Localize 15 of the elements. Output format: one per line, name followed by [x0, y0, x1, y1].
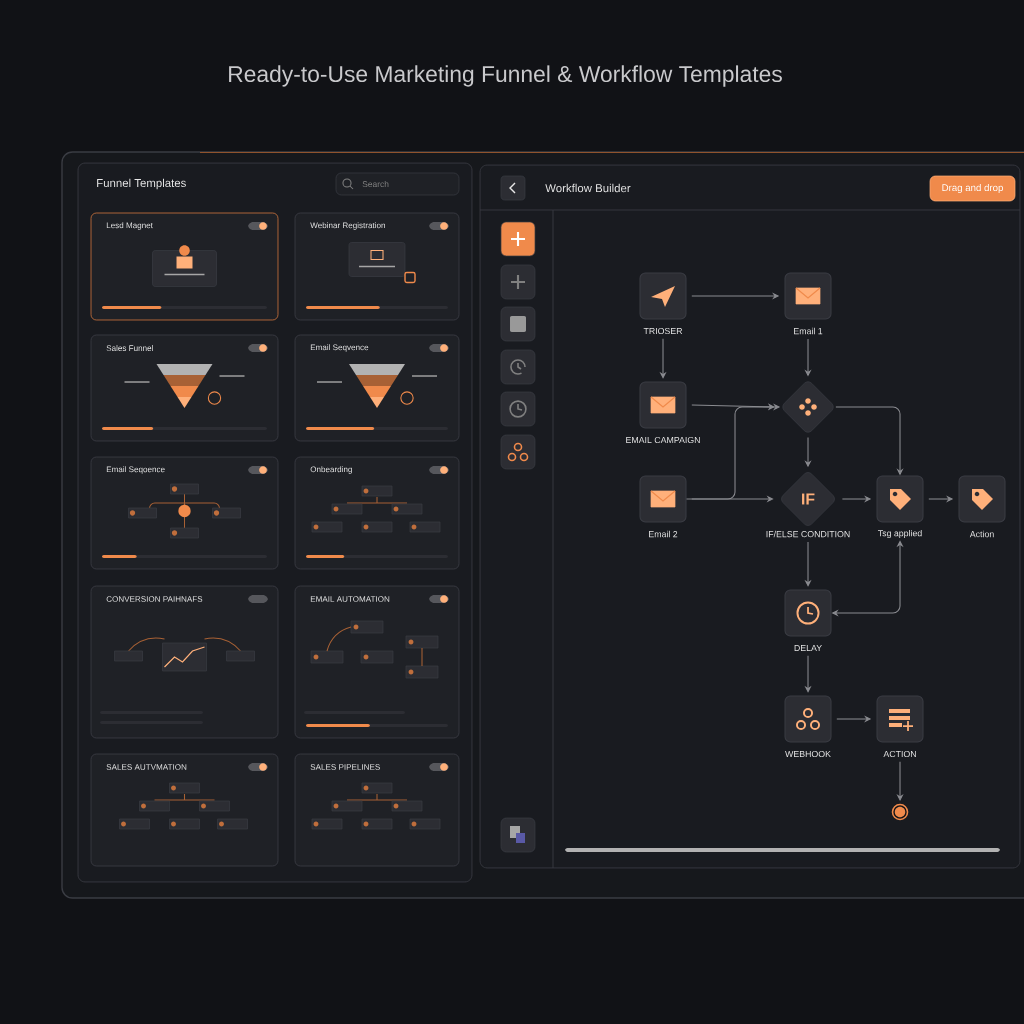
template-card: CONVERSION PAIHNAFS	[90, 585, 279, 739]
step-label: IF/ELSE CONDITION	[766, 530, 850, 538]
end-circle	[891, 803, 909, 821]
step-label: EMAIL CAMPAIGN	[626, 436, 700, 444]
step-label: WEBHOOK	[785, 750, 831, 758]
step-label: Action	[969, 530, 994, 538]
step-label: DELAY	[794, 645, 822, 652]
step-label: Tsg applied	[878, 529, 922, 539]
step-label: Email 1	[794, 327, 823, 335]
search-field: Search	[335, 172, 460, 196]
step-label: Email 2	[649, 530, 678, 538]
step-label: TRIOSER	[643, 327, 683, 335]
step-label: ACTION	[883, 750, 916, 758]
title: Ready-to-Use Marketing Funnel & Workflow Templates	[229, 65, 782, 87]
action-button: Drag and drop	[929, 175, 1016, 202]
